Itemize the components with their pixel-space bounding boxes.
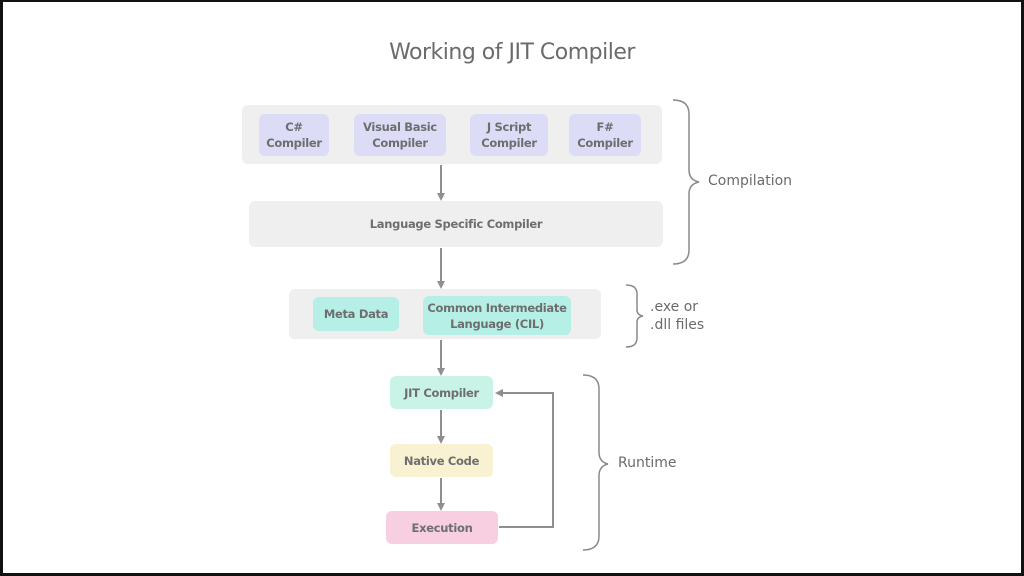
csharp-compiler-line2: Compiler — [266, 136, 322, 150]
runtime-brace-icon — [582, 374, 609, 551]
fsharp-compiler-line2: Compiler — [577, 136, 633, 150]
cil-line2: Language (CIL) — [450, 316, 544, 331]
meta-data-node: Meta Data — [313, 297, 399, 331]
vb-compiler-line1: Visual Basic — [363, 120, 437, 134]
execution-label: Execution — [411, 520, 473, 535]
arrow-execution-loop-to-jit — [495, 389, 554, 528]
jscript-compiler-line1: J Script — [486, 120, 532, 134]
fsharp-compiler-line1: F# — [596, 120, 614, 134]
connectors-layer — [437, 99, 700, 551]
meta-data-label: Meta Data — [323, 307, 389, 321]
files-label-line1: .exe or — [650, 299, 699, 315]
vb-compiler-line2: Compiler — [372, 136, 428, 150]
cil-line1: Common Intermediate — [427, 300, 567, 315]
execution-node: Execution — [386, 511, 498, 544]
diagram-canvas: Working of JIT Compiler C# Compiler Visua… — [3, 2, 1021, 573]
files-brace-icon — [625, 284, 644, 348]
native-code-label: Native Code — [403, 453, 480, 468]
diagram-title: Working of JIT Compiler — [389, 40, 635, 65]
language-specific-compiler-node: Language Specific Compiler — [249, 201, 663, 247]
language-specific-compiler-label: Language Specific Compiler — [369, 217, 543, 231]
csharp-compiler-node: C# Compiler — [259, 114, 329, 156]
files-label: .exe or .dll files — [650, 298, 704, 334]
csharp-compiler-line1: C# — [285, 120, 303, 134]
compilation-label: Compilation — [708, 173, 793, 189]
compilation-brace-icon — [672, 99, 700, 265]
runtime-label: Runtime — [618, 455, 677, 471]
jscript-compiler-line2: Compiler — [481, 136, 537, 150]
files-label-line2: .dll files — [650, 317, 705, 333]
native-code-node: Native Code — [390, 444, 493, 477]
jit-compiler-node: JIT Compiler — [390, 376, 493, 409]
jit-compiler-label: JIT Compiler — [404, 385, 479, 400]
fsharp-compiler-node: F# Compiler — [569, 114, 641, 156]
